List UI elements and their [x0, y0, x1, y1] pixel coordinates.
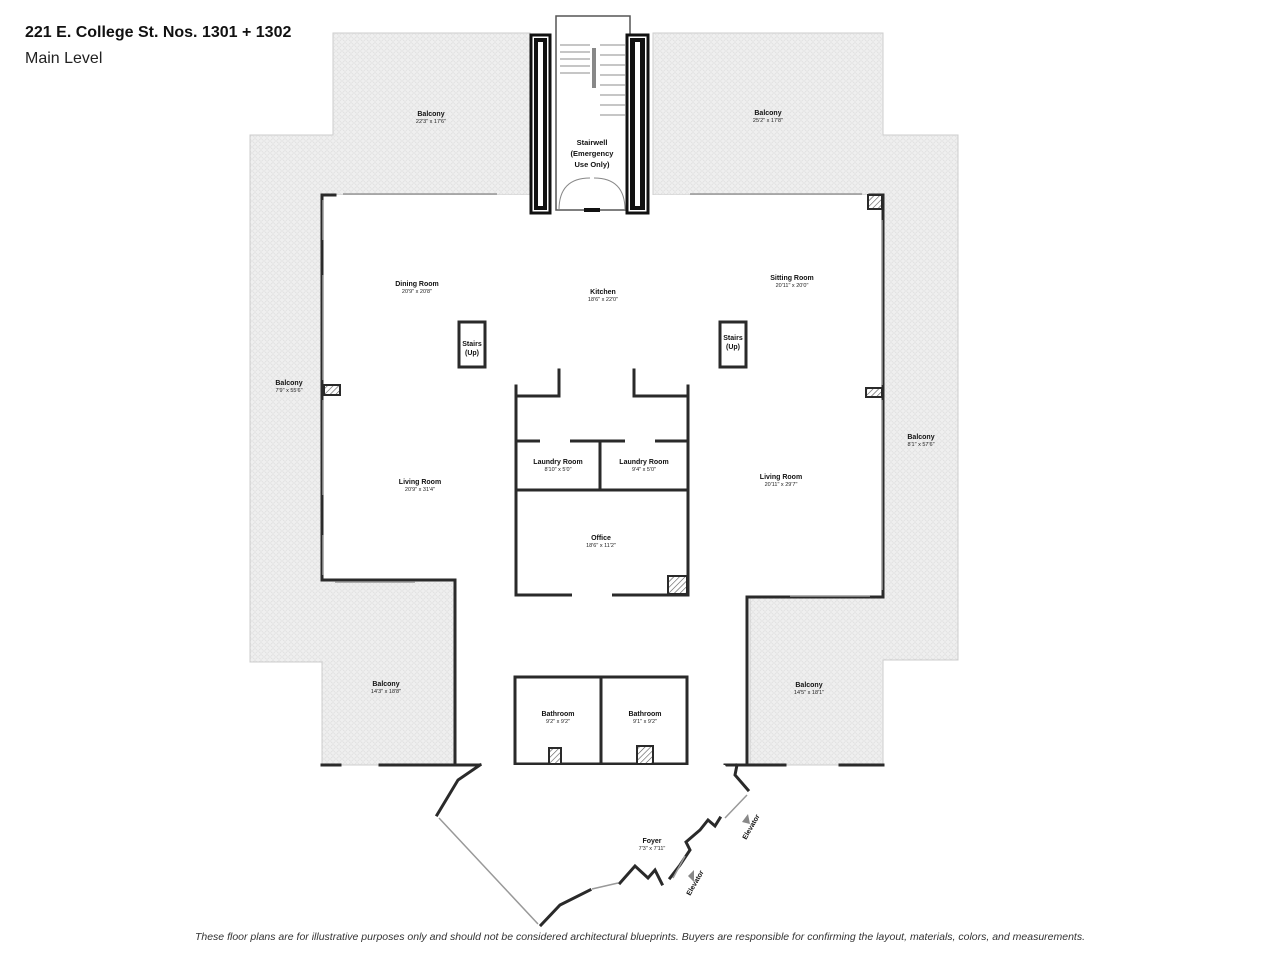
stairwell-label-1: Stairwell — [577, 138, 608, 147]
balcony-top-right-dims: 25'2" x 17'8" — [753, 118, 783, 124]
stairwell: Stairwell (Emergency Use Only) — [529, 15, 650, 215]
foyer — [434, 762, 751, 928]
bathroom-2-dims: 9'1" x 9'2" — [633, 719, 657, 725]
stairwell-label-2: (Emergency — [571, 149, 615, 158]
balcony-right-name: Balcony — [907, 434, 934, 441]
balcony-bottom-right-dims: 14'5" x 18'1" — [794, 690, 824, 696]
center-block — [514, 368, 690, 597]
sitting-room-name: Sitting Room — [770, 275, 814, 282]
kitchen-name: Kitchen — [590, 289, 616, 296]
office-name: Office — [591, 535, 611, 542]
living-room-left-dims: 20'9" x 31'4" — [405, 487, 435, 493]
laundry-room-2-dims: 9'4" x 5'0" — [632, 467, 656, 473]
balcony-left-dims: 7'9" x 55'6" — [275, 388, 302, 394]
bathroom-1-dims: 9'2" x 9'2" — [546, 719, 570, 725]
bathroom-1-name: Bathroom — [541, 711, 574, 718]
office-dims: 18'6" x 11'2" — [586, 543, 616, 549]
balcony-top-left-dims: 22'3" x 17'6" — [416, 119, 446, 125]
laundry-room-2-name: Laundry Room — [619, 459, 668, 466]
sitting-room-dims: 20'11" x 20'0" — [776, 283, 809, 289]
laundry-room-1-name: Laundry Room — [533, 459, 582, 466]
living-room-right-name: Living Room — [760, 474, 802, 481]
stairs-left: Stairs (Up) — [457, 320, 487, 369]
balcony-bottom-left-dims: 14'3" x 18'8" — [371, 689, 401, 695]
balcony-left-name: Balcony — [275, 380, 302, 387]
svg-text:(Up): (Up) — [465, 350, 479, 357]
dining-room-name: Dining Room — [395, 281, 439, 288]
stairs-right: Stairs (Up) — [718, 320, 748, 369]
plan-subtitle: Main Level — [25, 50, 103, 67]
foyer-dims: 7'3" x 7'11" — [639, 846, 666, 852]
kitchen-dims: 18'6" x 22'0" — [588, 297, 618, 303]
disclaimer-text: These floor plans are for illustrative p… — [194, 931, 1086, 943]
elevator-1-label: Elevator — [686, 869, 706, 897]
living-room-left-name: Living Room — [399, 479, 441, 486]
balcony-bottom-right-name: Balcony — [795, 682, 822, 689]
balcony-top-left-name: Balcony — [417, 111, 444, 118]
plan-title: 221 E. College St. Nos. 1301 + 1302 — [25, 24, 292, 41]
svg-text:Stairs: Stairs — [462, 341, 482, 348]
laundry-room-1-dims: 8'10" x 5'0" — [544, 467, 571, 473]
stairwell-label-3: Use Only) — [574, 160, 610, 169]
elevator-2-label: Elevator — [742, 813, 762, 841]
svg-text:(Up): (Up) — [726, 344, 740, 351]
bathroom-2-name: Bathroom — [628, 711, 661, 718]
balcony-top-right-name: Balcony — [754, 110, 781, 117]
room-labels: Balcony 22'3" x 17'6" Balcony 25'2" x 17… — [275, 110, 934, 897]
dining-room-dims: 20'9" x 20'8" — [402, 289, 432, 295]
bathrooms — [513, 675, 689, 766]
svg-text:Stairs: Stairs — [723, 335, 743, 342]
balcony-right-dims: 8'1" x 57'6" — [907, 442, 934, 448]
balcony-bottom-left-name: Balcony — [372, 681, 399, 688]
living-room-right-dims: 20'11" x 29'7" — [765, 482, 798, 488]
exterior-walls — [320, 193, 885, 767]
foyer-name: Foyer — [642, 838, 661, 845]
